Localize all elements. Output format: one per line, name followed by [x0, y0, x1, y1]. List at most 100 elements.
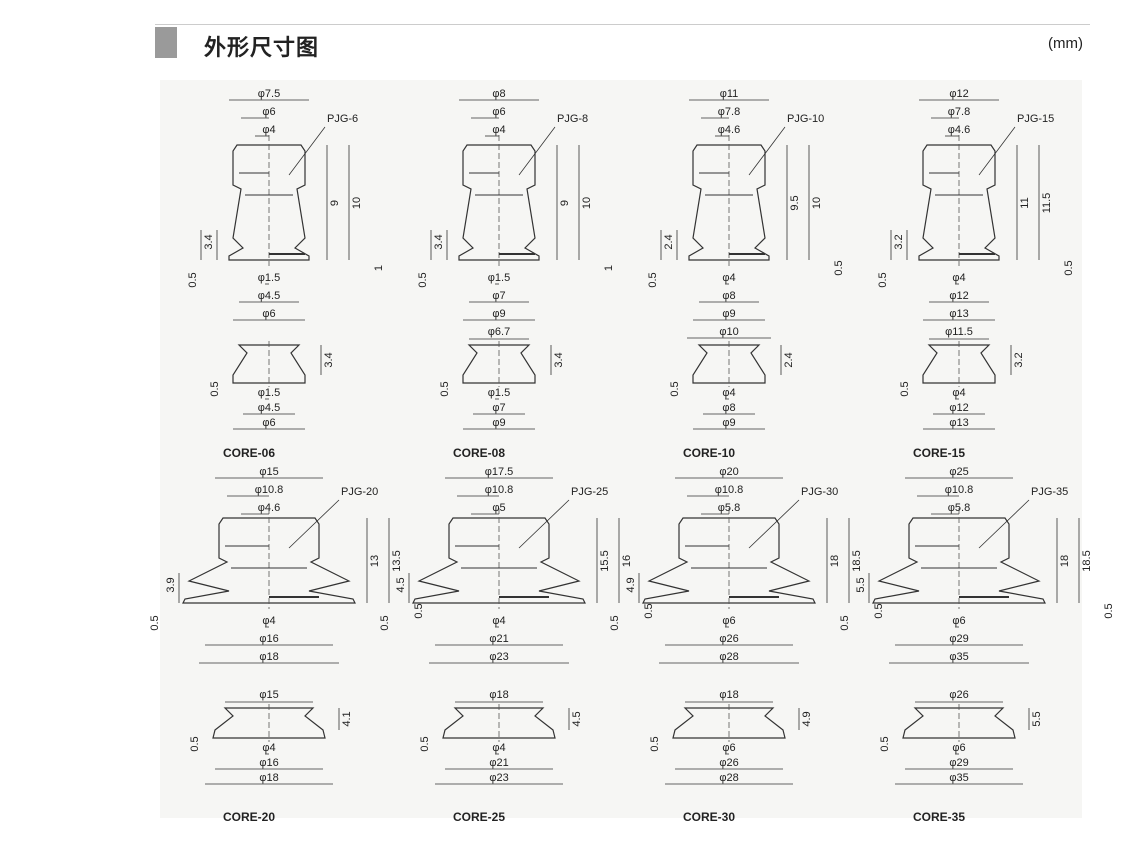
height-label: 0.5 [1103, 603, 1115, 619]
model-label: PJG-6 [327, 113, 359, 125]
header-divider [155, 24, 1090, 25]
core-model-name: CORE-08 [452, 446, 506, 460]
outline-drawing [200, 99, 350, 430]
leader-line [518, 499, 570, 549]
top-diameter-label: φ10.8 [484, 484, 514, 496]
leader-line [978, 126, 1016, 176]
height-label: 15.5 [599, 549, 611, 572]
outline-drawing [430, 99, 580, 430]
height-label: 3.2 [893, 234, 905, 250]
outline-drawing [638, 477, 850, 785]
top-diameter-label: φ5.8 [947, 502, 971, 514]
bottom-diameter-label: φ1.5 [487, 272, 511, 284]
leader-line [748, 126, 786, 176]
core-bottom-diameter-label: φ9 [722, 417, 736, 429]
bottom-diameter-label: φ6 [952, 615, 966, 627]
core-model-name: CORE-30 [682, 810, 736, 824]
suction-cup-outline [182, 517, 356, 604]
top-diameter-label: φ6 [492, 106, 506, 118]
suction-cup-outline [642, 517, 816, 604]
height-label: 18 [829, 554, 841, 567]
leader-line [748, 499, 800, 549]
core-base-label: 0.5 [209, 381, 221, 397]
core-height-label: 4.5 [571, 711, 583, 727]
height-label: 9 [559, 199, 571, 206]
height-label: 3.9 [165, 577, 177, 593]
core-bottom-diameter-label: φ4.5 [257, 402, 281, 414]
core-height-label: 5.5 [1031, 711, 1043, 727]
height-label: 13 [369, 554, 381, 567]
height-label: 0.5 [1063, 260, 1075, 276]
bottom-diameter-label: φ4 [722, 272, 736, 284]
core-base-label: 0.5 [669, 381, 681, 397]
bottom-diameter-label: φ16 [259, 633, 279, 645]
height-label: 4.5 [395, 577, 407, 593]
top-diameter-label: φ4 [262, 124, 276, 136]
core-bottom-diameter-label: φ4 [492, 742, 506, 754]
core-outline [672, 707, 786, 739]
outline-drawing [408, 477, 620, 785]
bottom-diameter-label: φ29 [949, 633, 969, 645]
height-label: 0.5 [647, 272, 659, 288]
suction-cup-outline [688, 144, 770, 261]
top-diameter-label: φ4 [492, 124, 506, 136]
top-diameter-label: φ12 [949, 88, 969, 100]
core-top-diameter-label: φ6.7 [487, 326, 511, 338]
core-top-diameter-label: φ11.5 [945, 326, 973, 338]
core-bottom-diameter-label: φ6 [952, 742, 966, 754]
bottom-diameter-label: φ6 [262, 308, 276, 320]
top-diameter-label: φ10.8 [254, 484, 284, 496]
core-outline [232, 344, 306, 384]
top-diameter-label: φ6 [262, 106, 276, 118]
core-bottom-diameter-label: φ4 [722, 387, 736, 399]
height-label: 10 [351, 196, 363, 209]
top-diameter-label: φ11 [719, 88, 739, 100]
core-top-diameter-label: φ18 [489, 689, 509, 701]
bottom-diameter-label: φ23 [489, 651, 509, 663]
height-label: 0.5 [379, 615, 391, 631]
bottom-diameter-label: φ21 [489, 633, 509, 645]
leader-line [518, 126, 556, 176]
core-bottom-diameter-label: φ8 [722, 402, 736, 414]
core-bottom-diameter-label: φ6 [262, 417, 276, 429]
top-diameter-label: φ5.8 [717, 502, 741, 514]
suction-cup-outline [228, 144, 310, 261]
top-diameter-label: φ8 [492, 88, 506, 100]
suction-cup-outline [918, 144, 1000, 261]
height-label: 10 [581, 196, 593, 209]
bottom-diameter-label: φ9 [492, 308, 506, 320]
suction-cup-outline [872, 517, 1046, 604]
core-bottom-diameter-label: φ18 [259, 772, 279, 784]
bottom-diameter-label: φ13 [949, 308, 969, 320]
unit-label: (mm) [1048, 35, 1083, 52]
model-label: PJG-35 [1031, 486, 1069, 498]
core-base-label: 0.5 [439, 381, 451, 397]
bottom-diameter-label: φ12 [949, 290, 969, 302]
height-label: 10 [811, 196, 823, 209]
core-bottom-diameter-label: φ1.5 [257, 387, 281, 399]
outline-drawing [868, 477, 1080, 785]
leader-line [288, 126, 326, 176]
top-diameter-label: φ10.8 [944, 484, 974, 496]
core-bottom-diameter-label: φ21 [489, 757, 509, 769]
core-base-label: 0.5 [649, 736, 661, 752]
height-label: 11.5 [1041, 192, 1053, 213]
core-height-label: 3.2 [1013, 352, 1025, 368]
model-label: PJG-30 [801, 486, 839, 498]
height-label: 1 [603, 264, 615, 272]
core-bottom-diameter-label: φ6 [722, 742, 736, 754]
bottom-diameter-label: φ4 [952, 272, 966, 284]
leader-line [978, 499, 1030, 549]
core-model-name: CORE-06 [222, 446, 276, 460]
model-label: PJG-25 [571, 486, 609, 498]
bottom-diameter-label: φ35 [949, 651, 969, 663]
leader-line [288, 499, 340, 549]
bottom-diameter-label: φ6 [722, 615, 736, 627]
height-label: 4.9 [625, 577, 637, 593]
top-diameter-label: φ4.6 [947, 124, 971, 136]
bottom-diameter-label: φ4 [492, 615, 506, 627]
